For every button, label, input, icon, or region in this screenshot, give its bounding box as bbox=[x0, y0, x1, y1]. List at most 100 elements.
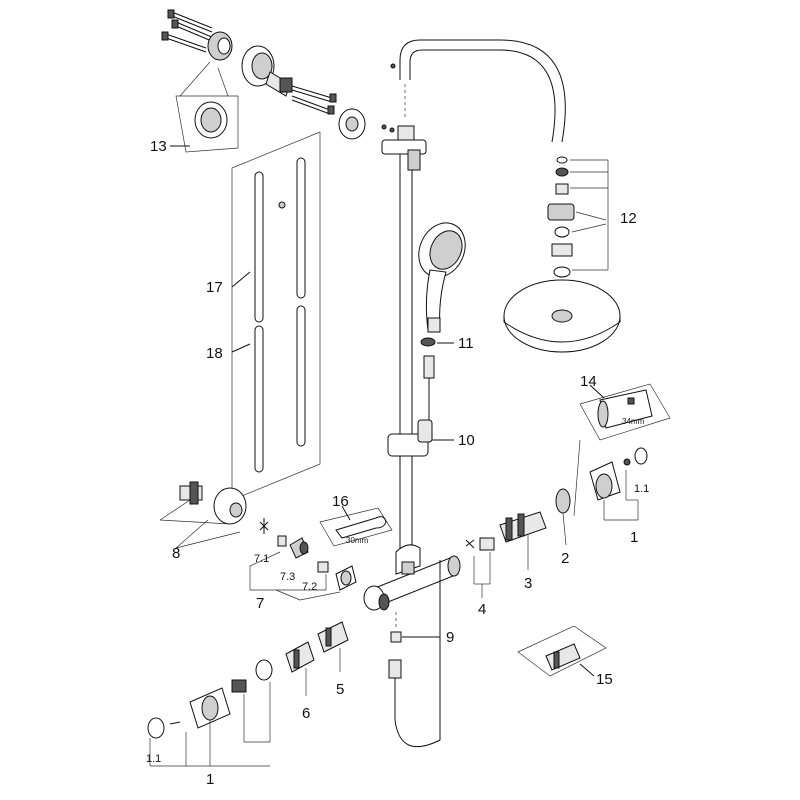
handle-spline bbox=[231, 679, 247, 693]
washer bbox=[420, 337, 436, 347]
stop-ring bbox=[555, 488, 571, 514]
part-label-7: 7 bbox=[256, 595, 264, 612]
part-label-12: 12 bbox=[620, 210, 637, 227]
handle-screw bbox=[623, 458, 631, 466]
part-label-10: 10 bbox=[458, 432, 475, 449]
screw-5 bbox=[291, 95, 335, 115]
part-label-1.1-left: 1.1 bbox=[146, 753, 161, 765]
part-label-4: 4 bbox=[478, 601, 486, 618]
part-3-group: 3 bbox=[499, 511, 547, 592]
fitting-nipple bbox=[555, 183, 569, 195]
part-14-group: 34mm 14 bbox=[573, 373, 671, 517]
wrench-size-mark: 30mm bbox=[346, 536, 369, 545]
part-label-9: 9 bbox=[446, 629, 454, 646]
part-4-group: 4 bbox=[465, 537, 495, 618]
part-16-group: 30mm 16 bbox=[319, 493, 393, 547]
flow-cartridge bbox=[285, 641, 315, 673]
fitting-o-ring bbox=[555, 167, 569, 177]
detail-frame bbox=[517, 625, 607, 677]
rail-panel-frame bbox=[231, 131, 321, 501]
hose-nut bbox=[423, 355, 435, 379]
part-label-14: 14 bbox=[580, 373, 597, 390]
part-1-right-group: 1.1 1 bbox=[589, 447, 649, 546]
part-5-group: 5 bbox=[317, 621, 349, 698]
leader-line bbox=[217, 67, 229, 97]
wall-rosette-small bbox=[338, 108, 366, 140]
handle-cap bbox=[634, 447, 648, 465]
hose-nut-lower bbox=[388, 659, 402, 679]
wall-rosette-large bbox=[241, 45, 275, 87]
part-label-13: 13 bbox=[150, 138, 167, 155]
set-screw-icon bbox=[390, 63, 396, 69]
inlet-nipple bbox=[277, 535, 287, 547]
part-2-group: 2 bbox=[555, 488, 571, 567]
part-9-group: 9 bbox=[388, 560, 454, 748]
part-10-group: 10 bbox=[387, 419, 475, 457]
set-screw-icon bbox=[381, 124, 387, 130]
sleeve-size-mark: 34mm bbox=[622, 417, 645, 426]
part-label-7.1: 7.1 bbox=[254, 553, 269, 565]
part-15-group: 15 bbox=[517, 625, 613, 688]
screw-2 bbox=[171, 19, 215, 43]
wall-bracket-disc bbox=[207, 31, 233, 61]
part-label-7.3: 7.3 bbox=[280, 571, 295, 583]
part-label-5: 5 bbox=[336, 681, 344, 698]
part-12-group: 12 bbox=[503, 156, 637, 353]
part-label-2: 2 bbox=[561, 550, 569, 567]
part-label-16: 16 bbox=[332, 493, 349, 510]
part-11-group: 11 bbox=[420, 335, 474, 420]
part-label-11: 11 bbox=[458, 335, 474, 352]
overhead-arm bbox=[420, 39, 566, 143]
rail-panel: 17 18 bbox=[206, 131, 321, 501]
part-label-1.1-right: 1.1 bbox=[634, 483, 649, 495]
part-label-7.2: 7.2 bbox=[302, 581, 317, 593]
shower-riser bbox=[381, 39, 566, 560]
rail-18-lower bbox=[254, 305, 306, 473]
retaining-clip bbox=[465, 539, 475, 549]
part-label-15: 15 bbox=[596, 671, 613, 688]
outlet-nipple bbox=[390, 631, 402, 643]
part-7-group: 7.1 7.3 7.2 7 bbox=[249, 535, 357, 612]
wall-bracket-assembly bbox=[161, 9, 387, 140]
riser-top-bracket bbox=[381, 125, 427, 171]
part-13-group: 13 bbox=[150, 95, 239, 155]
wrench-tool bbox=[335, 516, 387, 539]
handle-adapter bbox=[255, 659, 273, 681]
part-1-left-group: 1.1 1 bbox=[146, 659, 273, 788]
ball-joint-nut bbox=[547, 203, 575, 221]
check-valve-clip bbox=[259, 518, 269, 534]
detail-frame bbox=[175, 95, 239, 153]
screw-3 bbox=[161, 31, 207, 53]
thermostat-body bbox=[363, 544, 461, 611]
check-valve bbox=[479, 537, 495, 551]
part-6-group: 6 bbox=[285, 641, 315, 722]
hand-shower bbox=[418, 222, 466, 333]
part-label-3: 3 bbox=[524, 575, 532, 592]
fitting-gasket bbox=[553, 266, 571, 278]
fitting-ring bbox=[554, 226, 570, 238]
part-label-18: 18 bbox=[206, 345, 223, 362]
screw-1 bbox=[167, 9, 213, 33]
inlet-seal bbox=[317, 561, 329, 573]
part-label-8: 8 bbox=[172, 545, 180, 562]
ball-joint bbox=[551, 243, 573, 257]
diverter-cartridge bbox=[317, 621, 349, 653]
detail-frame bbox=[579, 383, 671, 441]
handle-cap bbox=[147, 717, 165, 739]
detail-frame bbox=[319, 507, 393, 547]
part-label-6: 6 bbox=[302, 705, 310, 722]
fitting-washer bbox=[556, 156, 568, 164]
part-8-group: 8 bbox=[159, 481, 269, 562]
part-label-17: 17 bbox=[206, 279, 223, 296]
spare-cartridge bbox=[545, 643, 581, 671]
leader-line bbox=[179, 61, 211, 97]
screw-4 bbox=[291, 85, 337, 103]
lower-shower-hose bbox=[394, 560, 441, 748]
part-label-1-right: 1 bbox=[630, 529, 638, 546]
part-label-1-left: 1 bbox=[206, 771, 214, 788]
handle-screw bbox=[169, 721, 181, 725]
bracket-fitting bbox=[265, 71, 293, 97]
rail-17-upper bbox=[254, 157, 306, 323]
